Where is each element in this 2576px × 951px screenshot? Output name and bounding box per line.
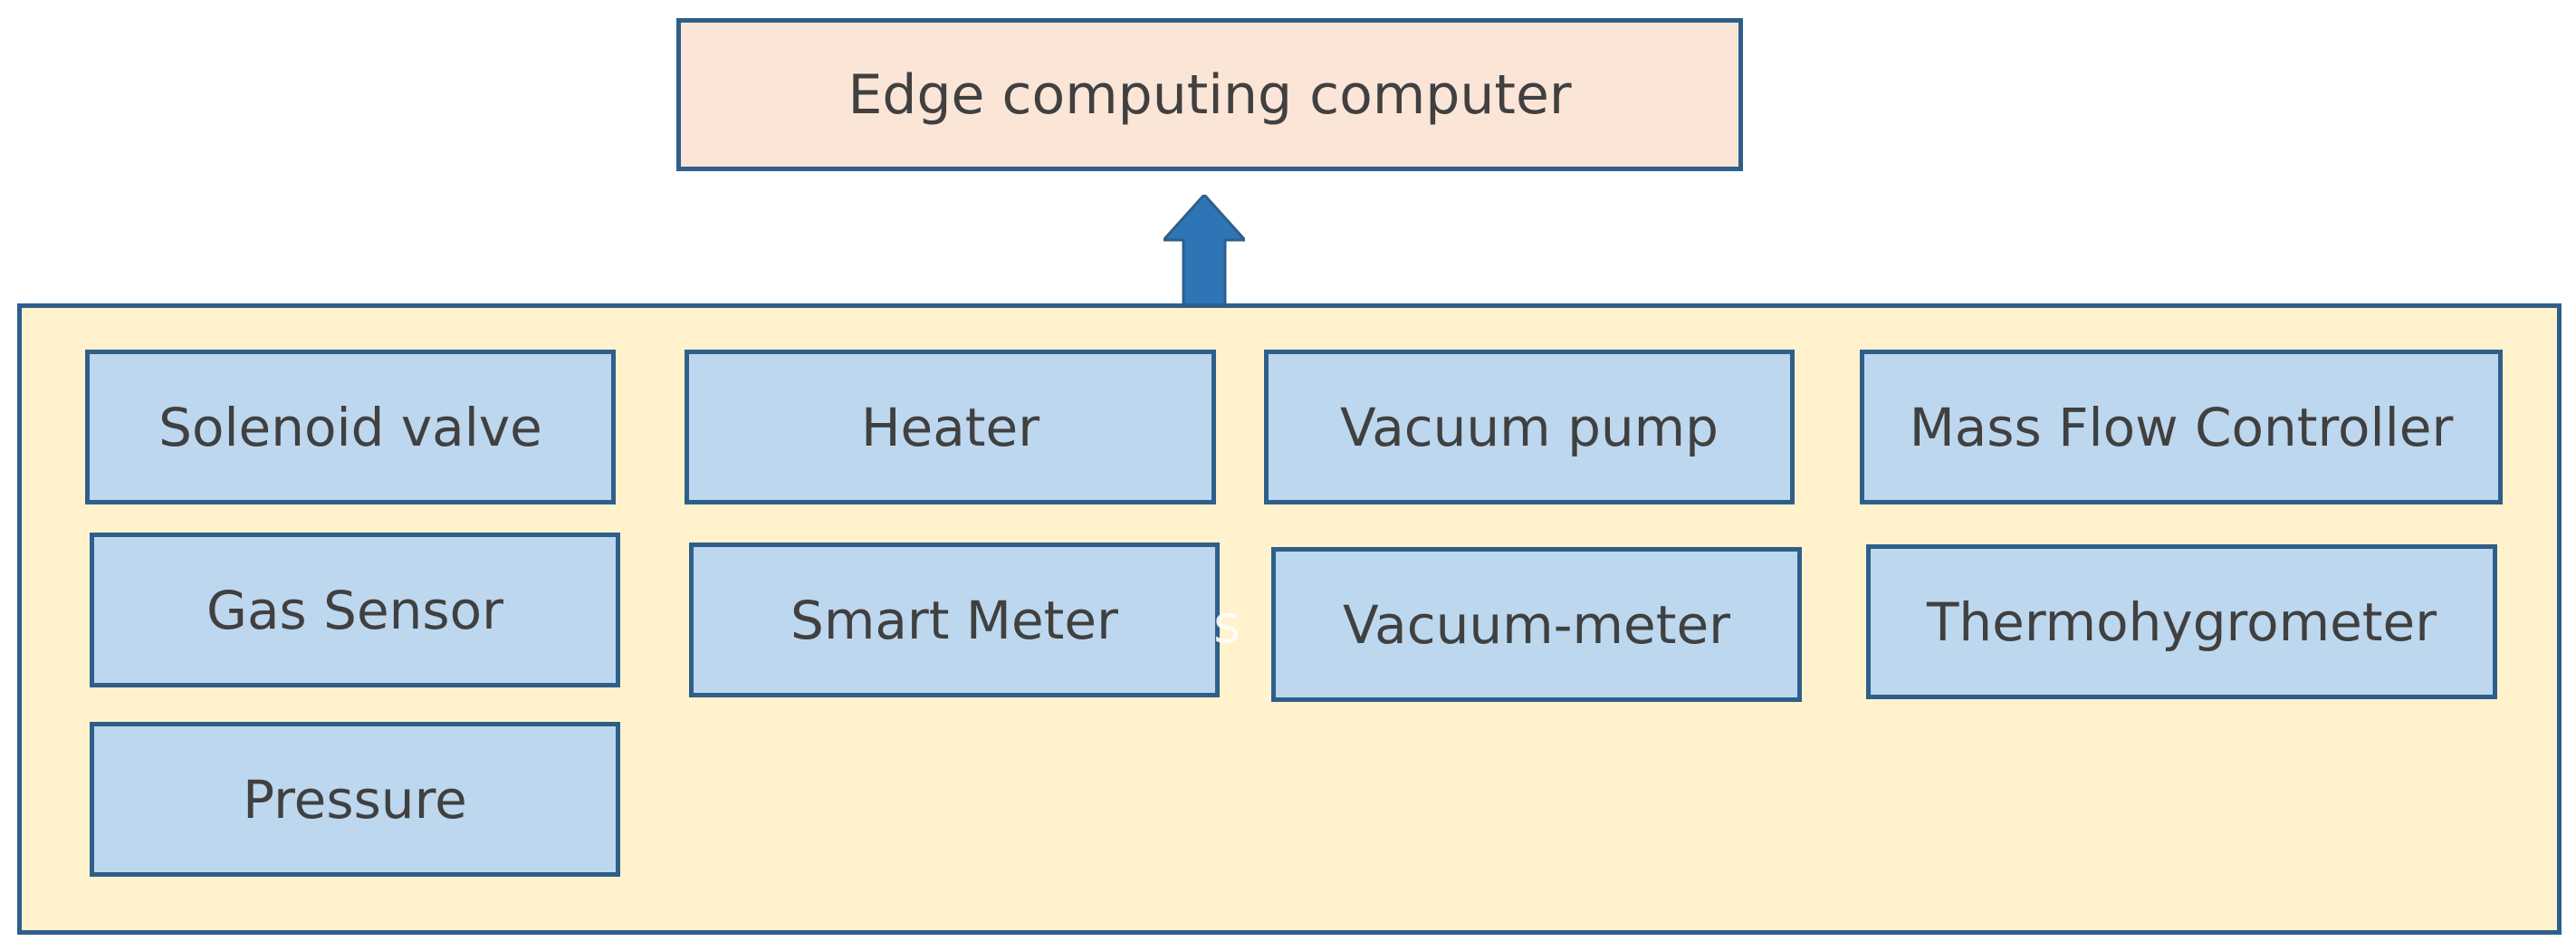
device-label: Mass Flow Controller xyxy=(1909,396,2454,458)
edge-computing-label: Edge computing computer xyxy=(847,62,1572,127)
device-label: Vacuum pump xyxy=(1340,396,1719,458)
device-label: Vacuum-meter xyxy=(1342,593,1730,656)
device-pressure: Pressure xyxy=(90,722,620,877)
device-thermohygrometer: Thermohygrometer xyxy=(1866,544,2497,699)
device-solenoid-valve: Solenoid valve xyxy=(85,350,616,504)
device-vacuum-pump: Vacuum pump xyxy=(1264,350,1795,504)
device-smart-meter: Smart Meter xyxy=(689,543,1220,697)
device-label: Solenoid valve xyxy=(158,396,542,458)
edge-computing-node: Edge computing computer xyxy=(676,18,1743,171)
up-arrow-icon xyxy=(1164,195,1245,312)
device-label: Gas Sensor xyxy=(206,579,503,641)
device-label: Heater xyxy=(860,396,1040,458)
device-vacuum-meter: Vacuum-meter xyxy=(1271,547,1802,702)
device-label: Thermohygrometer xyxy=(1926,591,2437,653)
device-label: Smart Meter xyxy=(790,589,1118,651)
device-mass-flow-controller: Mass Flow Controller xyxy=(1860,350,2503,504)
device-label: Pressure xyxy=(243,768,467,831)
device-heater: Heater xyxy=(685,350,1216,504)
faint-overlay-text: s xyxy=(1213,593,1241,655)
device-gas-sensor: Gas Sensor xyxy=(90,533,620,687)
